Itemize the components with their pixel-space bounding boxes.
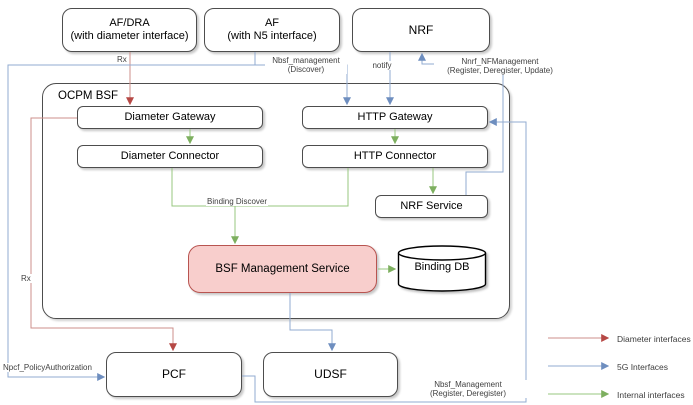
container-ocpm-bsf-label: OCPM BSF <box>58 90 119 102</box>
node-pcf: PCF <box>106 352 242 397</box>
node-diameter-gateway: Diameter Gateway <box>77 106 263 129</box>
edge-label-nbsf-discover: Nbsf_management (Discover) <box>265 56 347 74</box>
edge-label-nbsf-management-line2: (Register, Deregister) <box>429 389 507 398</box>
node-af-dra: AF/DRA (with diameter interface) <box>62 8 197 52</box>
node-diameter-gateway-label: Diameter Gateway <box>124 111 216 123</box>
edge-label-binding-discover: Binding Discover <box>206 197 269 206</box>
node-http-connector: HTTP Connector <box>302 145 488 168</box>
node-af-subtitle: (with N5 interface) <box>227 30 317 42</box>
node-bsf-management-service: BSF Management Service <box>188 245 377 293</box>
node-udsf-label: UDSF <box>314 367 347 381</box>
edge-label-nbsf-discover-line2: (Discover) <box>287 65 325 74</box>
edge-label-nbsf-management-line1: Nbsf_Management <box>434 380 502 389</box>
node-udsf: UDSF <box>263 352 398 397</box>
edge-label-nbsf-management: Nbsf_Management (Register, Deregister) <box>407 380 529 398</box>
node-nrf-service-label: NRF Service <box>400 200 463 212</box>
node-http-connector-label: HTTP Connector <box>353 150 437 162</box>
node-af-title: AF <box>264 17 280 29</box>
node-binding-db: Binding DB <box>397 245 487 292</box>
node-nrf: NRF <box>352 8 490 52</box>
node-http-gateway: HTTP Gateway <box>302 106 488 129</box>
node-af-dra-subtitle: (with diameter interface) <box>70 30 189 42</box>
node-nrf-title: NRF <box>408 22 434 37</box>
node-af-dra-title: AF/DRA <box>109 17 150 29</box>
edge-label-npcf: Npcf_PolicyAuthorization <box>2 363 93 372</box>
node-binding-db-label: Binding DB <box>414 261 470 273</box>
node-http-gateway-label: HTTP Gateway <box>357 111 433 123</box>
edge-label-nnrf: Nnrf_NFManagement (Register, Deregister,… <box>434 57 566 75</box>
edge-label-rx-top: Rx <box>116 55 128 64</box>
edge-label-nnrf-line2: (Register, Deregister, Update) <box>447 66 553 75</box>
legend-item-internal-label: Internal interfaces <box>617 390 685 400</box>
legend-item-5g-label: 5G Interfaces <box>617 362 669 372</box>
edge-label-nnrf-line1: Nnrf_NFManagement <box>461 57 539 66</box>
node-af: AF (with N5 interface) <box>204 8 340 52</box>
node-nrf-service: NRF Service <box>375 195 488 218</box>
edge-label-nbsf-discover-line1: Nbsf_management <box>272 56 340 65</box>
node-diameter-connector: Diameter Connector <box>77 145 263 168</box>
edge-label-notify: notify <box>366 61 398 70</box>
node-bsf-management-service-label: BSF Management Service <box>215 262 350 275</box>
legend-item-diameter-label: Diameter interfaces <box>617 334 691 344</box>
edge-label-rx-left: Rx <box>20 274 32 283</box>
node-pcf-label: PCF <box>162 367 186 381</box>
node-diameter-connector-label: Diameter Connector <box>120 150 220 162</box>
